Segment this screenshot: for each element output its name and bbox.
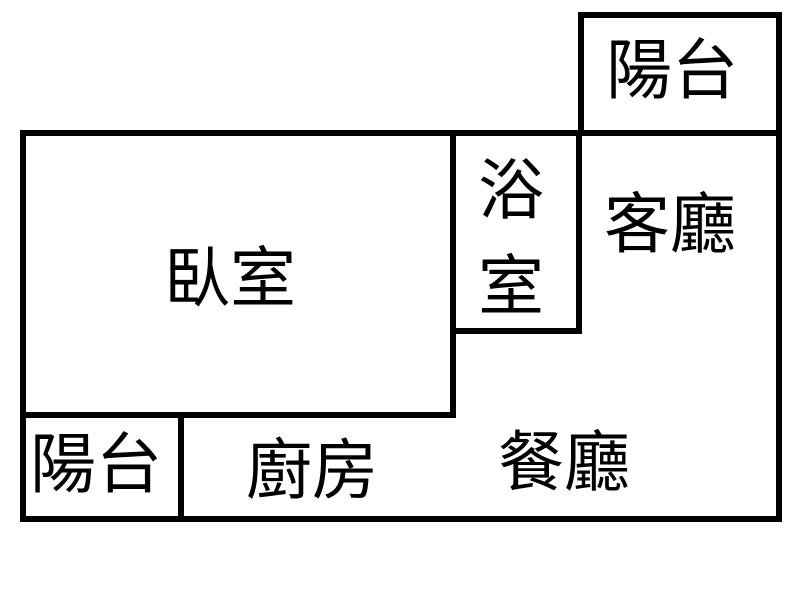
wall-outer-bottom bbox=[20, 516, 782, 522]
wall-main-top bbox=[20, 130, 782, 136]
wall-bathroom-right bbox=[576, 130, 582, 334]
wall-balcony-top-right bbox=[776, 12, 782, 136]
wall-balcony-top-top bbox=[578, 12, 782, 18]
wall-bathroom-bottom bbox=[450, 328, 582, 334]
room-label-balcony-top: 陽台 bbox=[606, 32, 738, 109]
room-label-dining-room: 餐廳 bbox=[498, 424, 630, 501]
wall-balcony-bottom-right bbox=[178, 412, 184, 522]
wall-bedroom-bottom bbox=[20, 412, 456, 418]
room-label-living-room: 客廳 bbox=[604, 186, 736, 263]
room-label-kitchen: 廚房 bbox=[246, 432, 378, 509]
wall-outer-right bbox=[776, 130, 782, 522]
room-label-bedroom: 臥室 bbox=[164, 240, 296, 317]
room-label-bathroom-line2: 室 bbox=[478, 248, 544, 325]
room-label-bathroom-line1: 浴 bbox=[478, 152, 544, 229]
wall-balcony-top-left bbox=[578, 12, 584, 136]
wall-bedroom-right bbox=[450, 130, 456, 418]
wall-outer-left bbox=[20, 130, 26, 522]
room-label-balcony-bottom: 陽台 bbox=[30, 426, 162, 503]
